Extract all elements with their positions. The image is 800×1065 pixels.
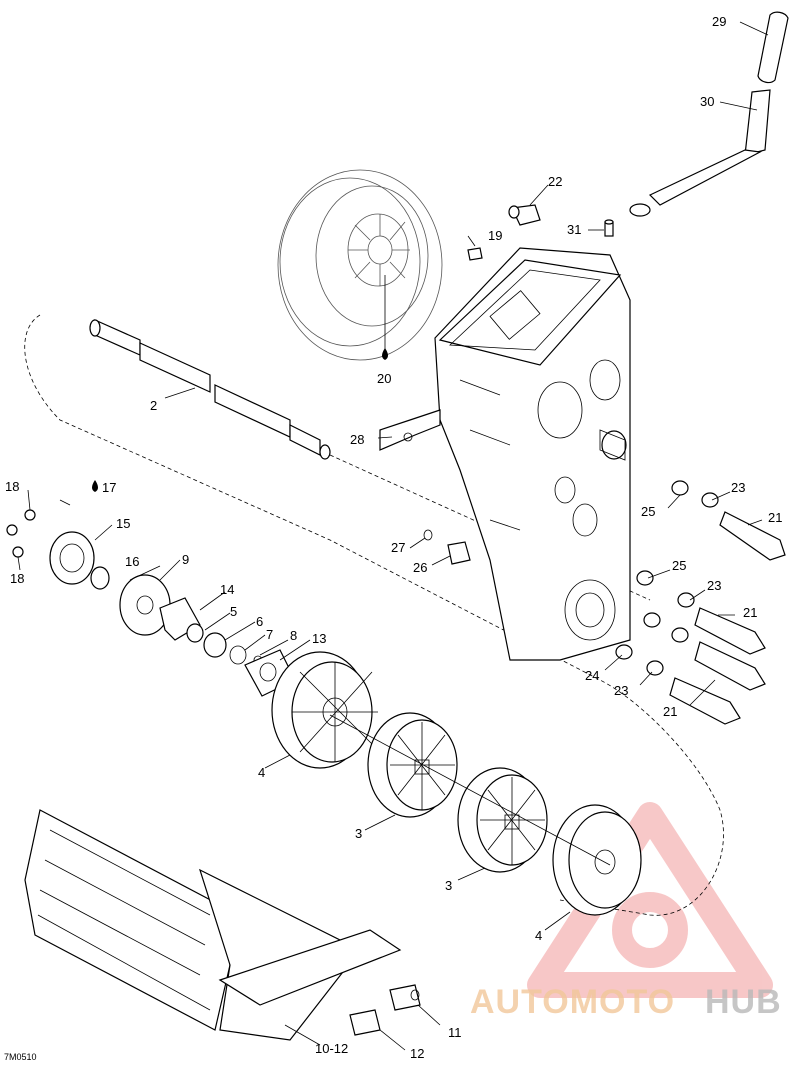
crank-handle: [629, 11, 789, 217]
callout-8: 8: [290, 628, 297, 643]
callout-10-12: 10-12: [315, 1041, 348, 1056]
reference-code: 7M0510: [4, 1052, 37, 1062]
track: [24, 809, 402, 1041]
callout-29: 29: [712, 14, 726, 29]
callout-4-right: 4: [535, 928, 542, 943]
callout-26: 26: [413, 560, 427, 575]
callout-23-bottom: 23: [614, 683, 628, 698]
leader-lines: [17, 21, 769, 1051]
shaft-axis: [329, 714, 611, 866]
callout-30: 30: [700, 94, 714, 109]
callout-17: 17: [102, 480, 116, 495]
spacer-26-27: [423, 529, 471, 565]
callout-21-mid: 21: [743, 605, 757, 620]
callout-25-top: 25: [641, 504, 655, 519]
callout-15: 15: [116, 516, 130, 531]
callout-18-bottom: 18: [10, 571, 24, 586]
drive-wheel: [277, 169, 443, 361]
drive-shaft: [89, 319, 331, 460]
sprocket-3-right: [457, 767, 548, 873]
callout-9: 9: [182, 552, 189, 567]
washers-and-bolts: [615, 480, 786, 725]
housing-small-parts: [467, 204, 614, 261]
callout-21-top: 21: [768, 510, 782, 525]
callout-14: 14: [220, 582, 234, 597]
track-outline: [24, 314, 724, 916]
watermark-word-1: AUTOMOTO: [470, 983, 675, 1021]
callout-31: 31: [567, 222, 581, 237]
callout-5: 5: [230, 604, 237, 619]
bracket-28: [379, 409, 441, 451]
callout-19: 19: [488, 228, 502, 243]
callout-23-mid: 23: [707, 578, 721, 593]
callout-12: 12: [410, 1046, 424, 1061]
sprocket-4-left: [271, 651, 381, 769]
callout-4-left: 4: [258, 765, 265, 780]
callout-13: 13: [312, 631, 326, 646]
oil-drop-icon: [382, 348, 388, 360]
sliders: [349, 984, 421, 1036]
callout-24: 24: [585, 668, 599, 683]
callout-21-bottom: 21: [663, 704, 677, 719]
callout-16: 16: [125, 554, 139, 569]
callout-3-right: 3: [445, 878, 452, 893]
oil-drop-icon: [92, 480, 98, 492]
callout-22: 22: [548, 174, 562, 189]
sprocket-4-right: [552, 804, 642, 916]
callout-7: 7: [266, 627, 273, 642]
watermark-word-2: HUB: [705, 983, 782, 1021]
bearing-assembly-left: [6, 499, 296, 697]
callout-28: 28: [350, 432, 364, 447]
callout-20: 20: [377, 371, 391, 386]
callout-2: 2: [150, 398, 157, 413]
callout-25-mid: 25: [672, 558, 686, 573]
callout-11: 11: [448, 1025, 462, 1040]
callout-23-top: 23: [731, 480, 745, 495]
sprocket-3-left: [367, 712, 458, 818]
watermark-text: AUTOMOTO HUB: [470, 983, 782, 1021]
chaincase-housing: [434, 247, 631, 661]
callout-labels: 29 30 22 31 19 20 2 28 17 18 15 18 16 9 …: [4, 14, 782, 1062]
callout-18-top: 18: [5, 479, 19, 494]
callout-6: 6: [256, 614, 263, 629]
callout-3-left: 3: [355, 826, 362, 841]
callout-27: 27: [391, 540, 405, 555]
